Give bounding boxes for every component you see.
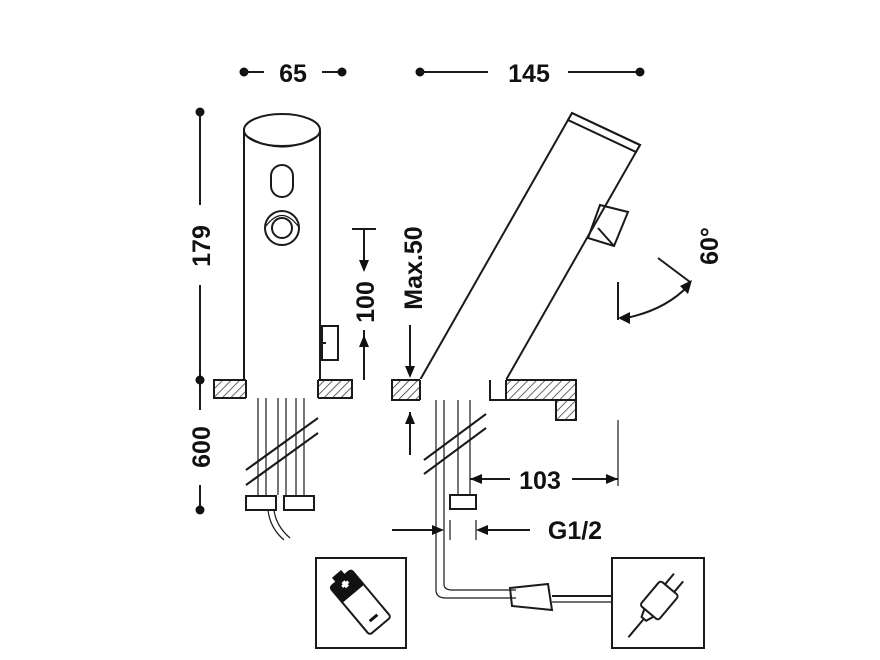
dimension-hose-length: 600 xyxy=(188,380,216,515)
dimension-width-body: 65 xyxy=(239,60,347,88)
dimension-145-label: 145 xyxy=(508,60,550,88)
dimension-103-label: 103 xyxy=(519,467,561,495)
dimension-height-total: 179 xyxy=(188,107,216,385)
dimension-179-label: 179 xyxy=(188,225,216,267)
dimension-spout-height: 100 xyxy=(352,228,380,380)
power-plug-icon xyxy=(611,557,705,649)
angle-60-label: 60° xyxy=(696,227,724,265)
dimension-max50-label: Max.50 xyxy=(400,226,428,309)
dimension-65-label: 65 xyxy=(279,60,307,88)
dimension-100-label: 100 xyxy=(352,281,380,323)
dimension-width-total: 145 xyxy=(415,60,645,88)
dimension-g12-label: G1/2 xyxy=(548,517,602,545)
faucet-side-view xyxy=(391,111,642,612)
dimension-reach: 103 xyxy=(470,420,619,495)
faucet-front-view xyxy=(213,113,353,541)
dimension-600-label: 600 xyxy=(188,426,216,468)
dimension-thread: G1/2 xyxy=(392,517,602,545)
dimension-angle: 60° xyxy=(617,227,724,324)
battery-icon xyxy=(315,557,407,649)
dimension-max-deck: Max.50 xyxy=(400,226,428,455)
